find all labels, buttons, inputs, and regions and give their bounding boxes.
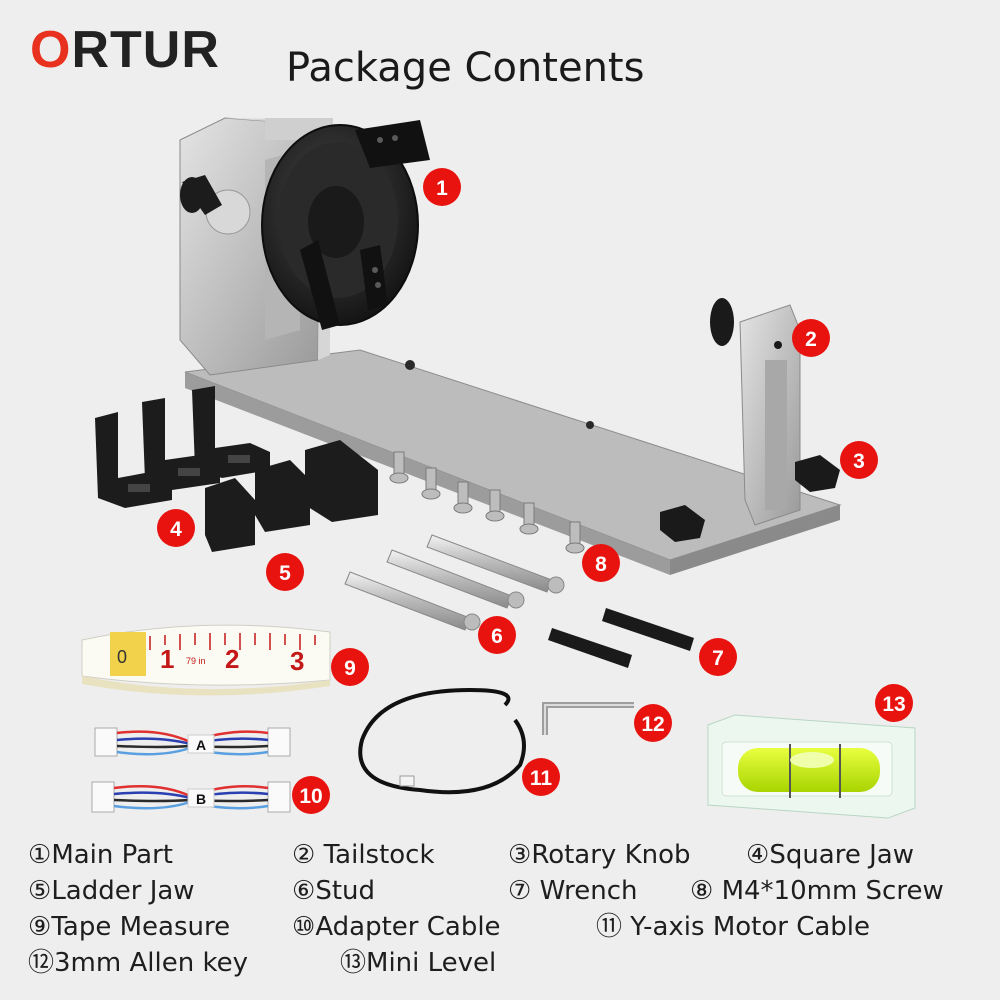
badge-12: 12 xyxy=(634,704,672,742)
badge-4: 4 xyxy=(157,509,195,547)
cable-tag-b: B xyxy=(196,791,206,807)
legend-marker: ⑤ xyxy=(28,876,52,906)
svg-text:6: 6 xyxy=(491,625,503,648)
tape-mark-3: 3 xyxy=(290,646,304,676)
tailstock xyxy=(710,298,801,526)
tape-mark-0: 0 xyxy=(117,647,127,667)
svg-text:10: 10 xyxy=(299,785,322,808)
tape-measure: 0 1 79 in 2 3 xyxy=(81,624,331,696)
logo-o: O xyxy=(30,21,72,79)
svg-text:4: 4 xyxy=(170,518,182,541)
legend-marker: ④ xyxy=(746,840,770,870)
legend-label: Tailstock xyxy=(323,840,435,870)
legend-label: Adapter Cable xyxy=(315,912,501,942)
cable-tag-a: A xyxy=(196,737,206,753)
svg-text:9: 9 xyxy=(344,657,356,680)
mini-level xyxy=(707,714,916,819)
tape-small-label: 79 in xyxy=(186,656,206,666)
legend-label: Square Jaw xyxy=(769,840,914,870)
wrenches xyxy=(548,608,694,668)
legend-marker: ① xyxy=(28,840,52,870)
svg-text:7: 7 xyxy=(712,647,724,670)
legend-label: Rotary Knob xyxy=(531,840,691,870)
jaws xyxy=(95,386,378,552)
legend-item-main-part: ①Main Part xyxy=(28,842,173,868)
rotary-knobs xyxy=(660,455,840,542)
legend-marker: ⑥ xyxy=(292,876,316,906)
adapter-cables: A B xyxy=(91,727,291,813)
svg-text:13: 13 xyxy=(882,693,905,716)
legend-label: Tape Measure xyxy=(51,912,231,942)
svg-text:12: 12 xyxy=(641,713,664,736)
legend-marker: ⑬ xyxy=(340,948,367,978)
legend-label: Main Part xyxy=(51,840,173,870)
legend-marker: ② xyxy=(292,840,316,870)
svg-text:8: 8 xyxy=(595,553,607,576)
page-title: Package Contents xyxy=(286,45,645,91)
legend-item-stud: ⑥Stud xyxy=(292,878,375,904)
svg-text:2: 2 xyxy=(805,328,817,351)
logo-rest: RTUR xyxy=(71,21,220,79)
legend-item-wrench: ⑦ Wrench xyxy=(508,878,637,904)
badge-3: 3 xyxy=(840,441,878,479)
legend-label: Y-axis Motor Cable xyxy=(630,912,871,942)
svg-text:1: 1 xyxy=(436,177,448,200)
svg-text:3: 3 xyxy=(853,450,865,473)
svg-text:5: 5 xyxy=(279,562,291,585)
studs xyxy=(344,534,565,631)
badge-5: 5 xyxy=(266,553,304,591)
badge-10: 10 xyxy=(292,776,330,814)
legend-item-ladder-jaw: ⑤Ladder Jaw xyxy=(28,878,195,904)
ortur-logo: ORTUR xyxy=(30,24,220,76)
legend-marker: ⑩ xyxy=(292,912,316,942)
legend-label: Wrench xyxy=(539,876,638,906)
legend-marker: ⑪ xyxy=(596,912,623,942)
legend-marker: ③ xyxy=(508,840,532,870)
legend-item-adapter-cable: ⑩Adapter Cable xyxy=(292,914,501,940)
badge-6: 6 xyxy=(478,616,516,654)
badge-8: 8 xyxy=(582,544,620,582)
badge-11: 11 xyxy=(522,758,560,796)
legend-item-allen-key: ⑫3mm Allen key xyxy=(28,950,248,976)
legend-item-y-axis-motor-cable: ⑪ Y-axis Motor Cable xyxy=(596,914,870,940)
legend-item-screw: ⑧ M4*10mm Screw xyxy=(690,878,944,904)
tape-mark-2: 2 xyxy=(225,644,239,674)
legend-item-mini-level: ⑬Mini Level xyxy=(340,950,496,976)
legend-item-tape-measure: ⑨Tape Measure xyxy=(28,914,230,940)
legend-marker: ⑫ xyxy=(28,948,55,978)
legend-marker: ⑦ xyxy=(508,876,532,906)
legend-label: Ladder Jaw xyxy=(51,876,195,906)
legend-item-square-jaw: ④Square Jaw xyxy=(746,842,914,868)
badge-2: 2 xyxy=(792,319,830,357)
y-axis-motor-cable xyxy=(358,687,526,795)
number-badges: 1 2 3 4 5 6 7 8 9 10 11 12 13 xyxy=(157,168,913,814)
allen-key xyxy=(542,702,634,735)
badge-13: 13 xyxy=(875,684,913,722)
main-part xyxy=(179,117,430,376)
tape-mark-1: 1 xyxy=(160,644,174,674)
legend-marker: ⑧ xyxy=(690,876,714,906)
svg-text:11: 11 xyxy=(530,767,553,790)
legend-label: M4*10mm Screw xyxy=(721,876,944,906)
badge-7: 7 xyxy=(699,638,737,676)
legend-label: Stud xyxy=(315,876,375,906)
legend-label: 3mm Allen key xyxy=(54,948,248,978)
badge-1: 1 xyxy=(423,168,461,206)
legend-label: Mini Level xyxy=(366,948,497,978)
legend-item-tailstock: ② Tailstock xyxy=(292,842,435,868)
badge-9: 9 xyxy=(331,648,369,686)
legend-marker: ⑨ xyxy=(28,912,52,942)
screws xyxy=(389,451,585,554)
legend-item-rotary-knob: ③Rotary Knob xyxy=(508,842,691,868)
